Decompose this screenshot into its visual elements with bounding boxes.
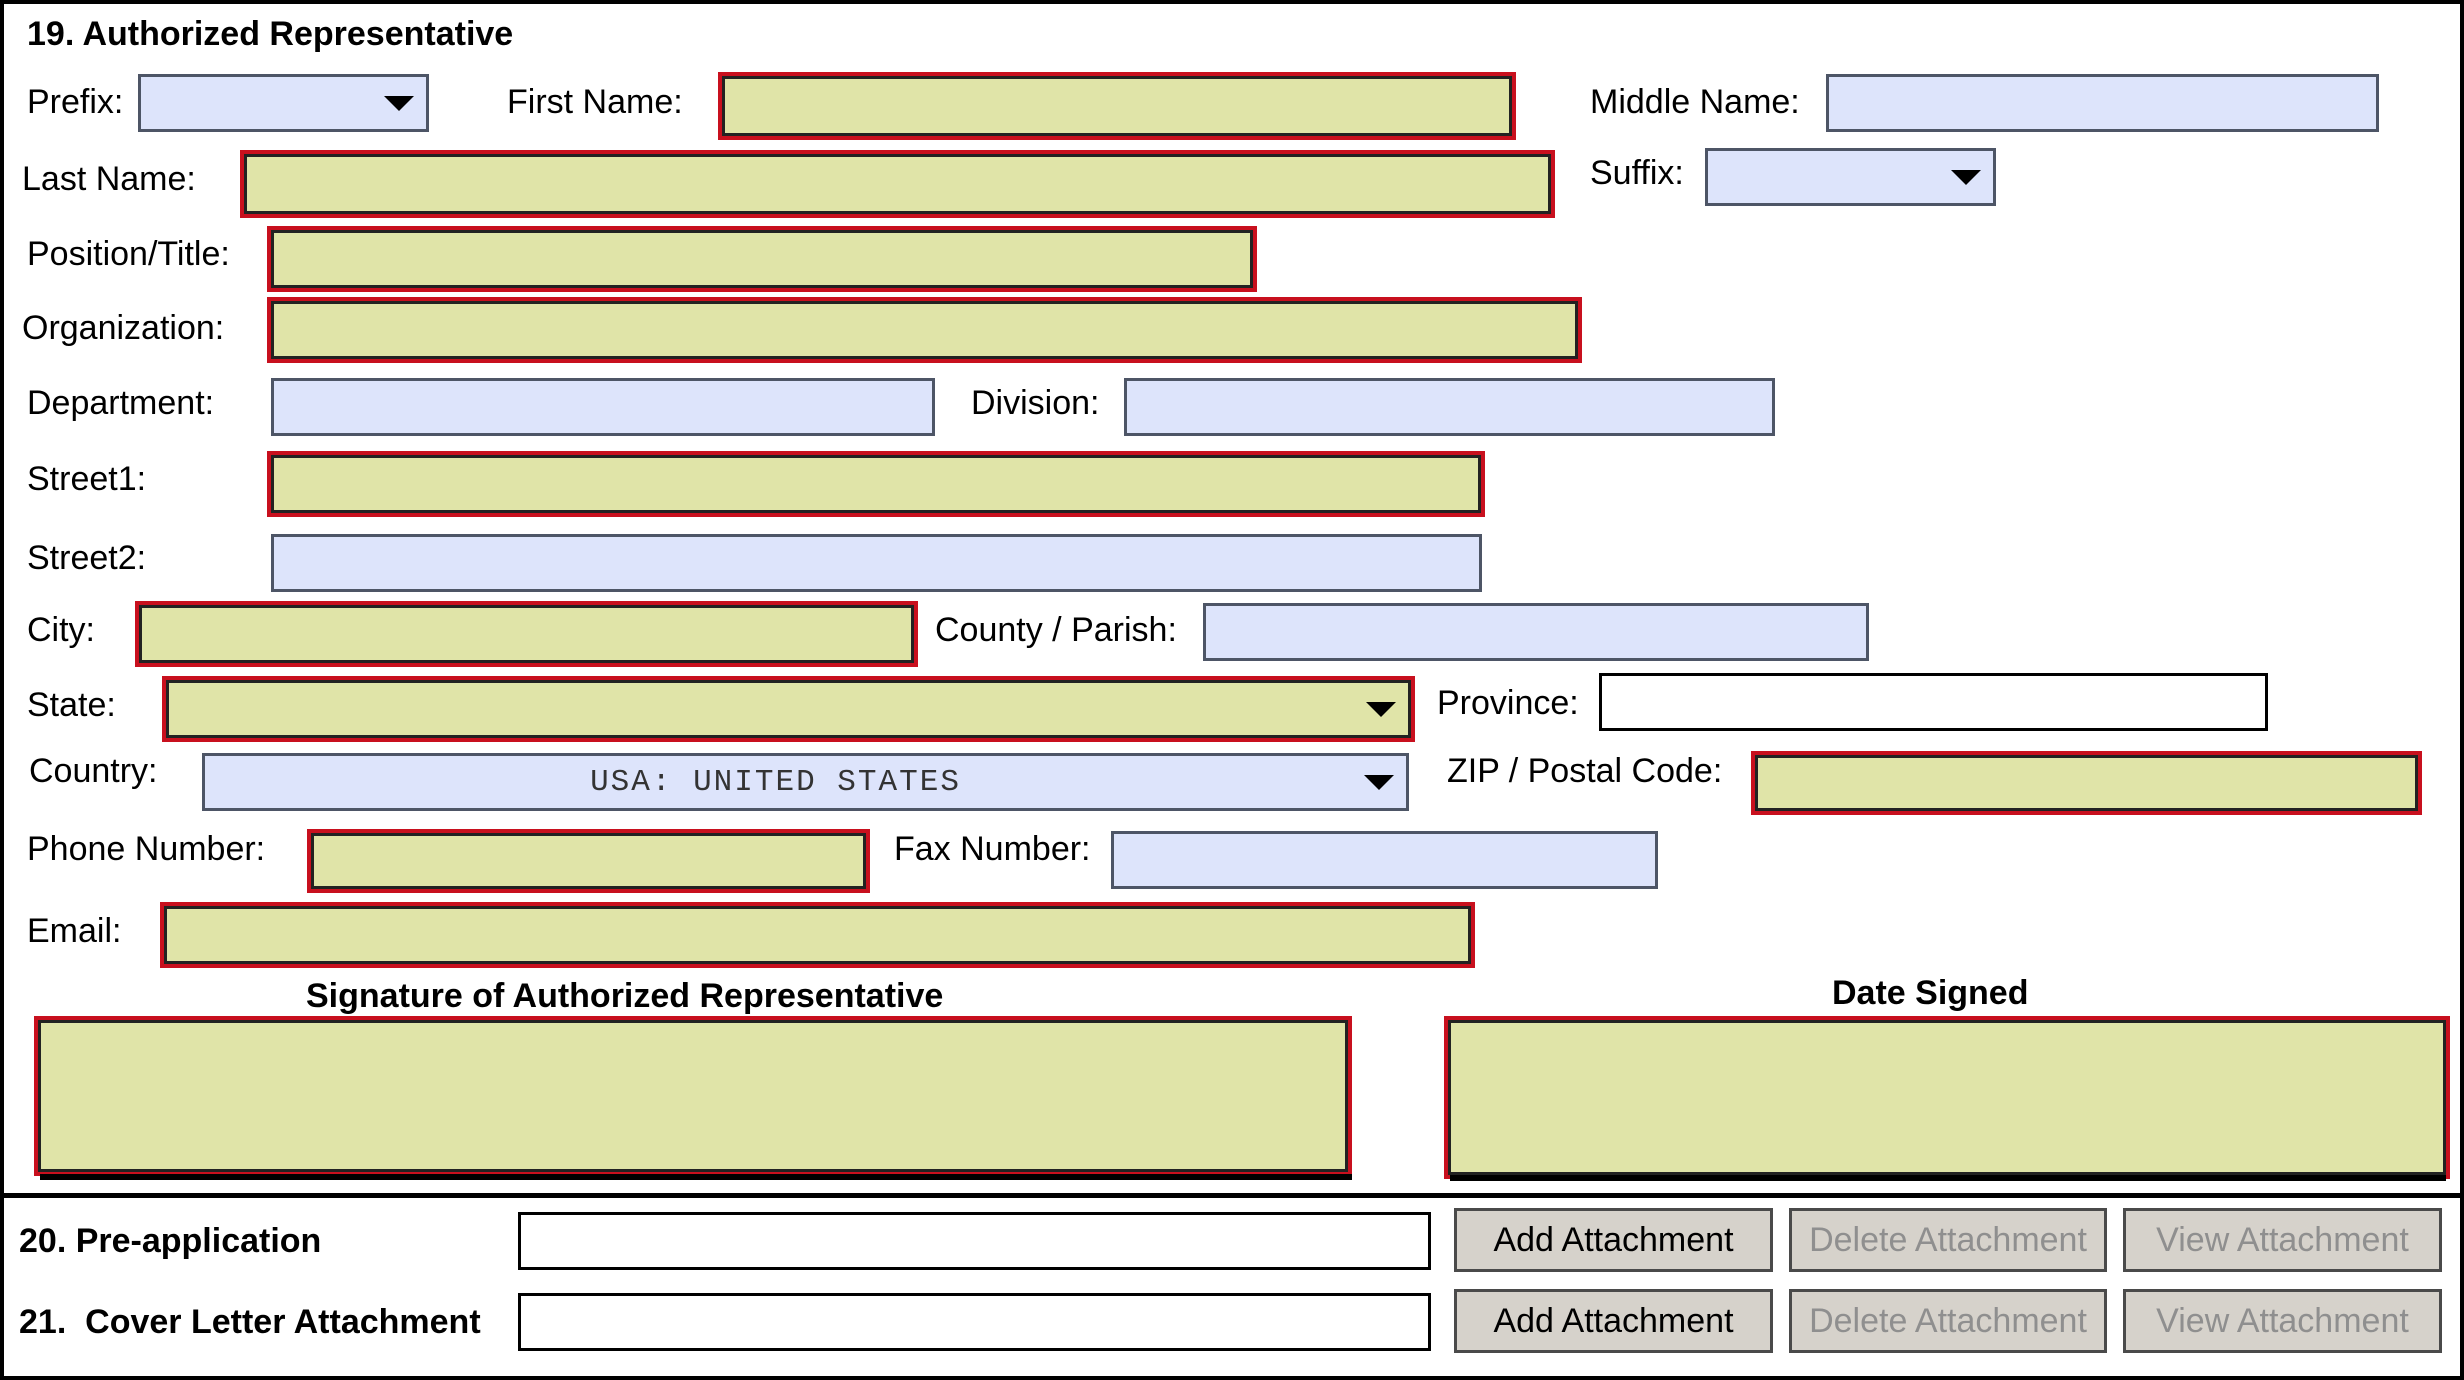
organization-label: Organization: [22, 309, 225, 347]
prefix-select[interactable] [138, 74, 429, 132]
province-label: Province: [1437, 684, 1579, 722]
date-signed-field[interactable] [1448, 1020, 2446, 1175]
cover-letter-delete-button[interactable]: Delete Attachment [1789, 1289, 2107, 1353]
first-name-field[interactable] [722, 76, 1512, 136]
country-value: USA: UNITED STATES [590, 764, 961, 800]
suffix-select[interactable] [1705, 148, 1996, 206]
suffix-value [1708, 151, 1933, 203]
zip-postal-field[interactable] [1755, 755, 2418, 811]
section-divider [0, 1193, 2464, 1198]
division-label: Division: [971, 384, 1100, 422]
fax-label: Fax Number: [894, 830, 1091, 868]
signature-field[interactable] [38, 1020, 1348, 1172]
pre-application-add-button[interactable]: Add Attachment [1454, 1208, 1773, 1272]
middle-name-label: Middle Name: [1590, 83, 1800, 121]
county-parish-label: County / Parish: [935, 611, 1177, 649]
street1-label: Street1: [27, 460, 147, 498]
cover-letter-view-button[interactable]: View Attachment [2123, 1289, 2442, 1353]
department-label: Department: [27, 384, 215, 422]
street2-label: Street2: [27, 539, 147, 577]
prefix-label: Prefix: [27, 83, 124, 121]
date-signed-heading: Date Signed [1832, 974, 2029, 1012]
division-field[interactable] [1124, 378, 1775, 436]
organization-field[interactable] [271, 301, 1578, 359]
street1-field[interactable] [271, 455, 1481, 513]
last-name-label: Last Name: [22, 160, 196, 198]
prefix-value [141, 77, 366, 129]
email-label: Email: [27, 912, 122, 950]
date-signed-line [1450, 1175, 2446, 1181]
pre-application-title: 20. Pre-application [19, 1222, 322, 1260]
chevron-down-icon [384, 96, 414, 111]
cover-letter-file-field[interactable] [518, 1293, 1431, 1351]
street2-field[interactable] [271, 534, 1482, 592]
chevron-down-icon [1951, 170, 1981, 185]
province-field[interactable] [1599, 673, 2268, 731]
first-name-label: First Name: [507, 83, 683, 121]
fax-field[interactable] [1111, 831, 1658, 889]
phone-field[interactable] [311, 833, 866, 889]
middle-name-field[interactable] [1826, 74, 2379, 132]
chevron-down-icon [1364, 775, 1394, 790]
state-label: State: [27, 686, 116, 724]
city-field[interactable] [139, 605, 914, 663]
pre-application-delete-button[interactable]: Delete Attachment [1789, 1208, 2107, 1272]
state-value [169, 683, 1348, 735]
cover-letter-title: 21. Cover Letter Attachment [19, 1303, 481, 1341]
phone-label: Phone Number: [27, 830, 266, 868]
state-select[interactable] [166, 680, 1411, 738]
position-title-label: Position/Title: [27, 235, 230, 273]
email-field[interactable] [164, 906, 1471, 964]
zip-postal-label: ZIP / Postal Code: [1447, 752, 1723, 790]
department-field[interactable] [271, 378, 935, 436]
position-title-field[interactable] [271, 230, 1253, 288]
signature-heading: Signature of Authorized Representative [306, 977, 944, 1015]
pre-application-view-button[interactable]: View Attachment [2123, 1208, 2442, 1272]
country-select[interactable]: USA: UNITED STATES [202, 753, 1409, 811]
country-label: Country: [29, 752, 158, 790]
pre-application-file-field[interactable] [518, 1212, 1431, 1270]
section-19-title: 19. Authorized Representative [27, 15, 514, 53]
suffix-label: Suffix: [1590, 154, 1684, 192]
city-label: City: [27, 611, 95, 649]
cover-letter-add-button[interactable]: Add Attachment [1454, 1289, 1773, 1353]
county-parish-field[interactable] [1203, 603, 1869, 661]
chevron-down-icon [1366, 702, 1396, 717]
signature-line [40, 1174, 1352, 1180]
last-name-field[interactable] [244, 154, 1551, 214]
